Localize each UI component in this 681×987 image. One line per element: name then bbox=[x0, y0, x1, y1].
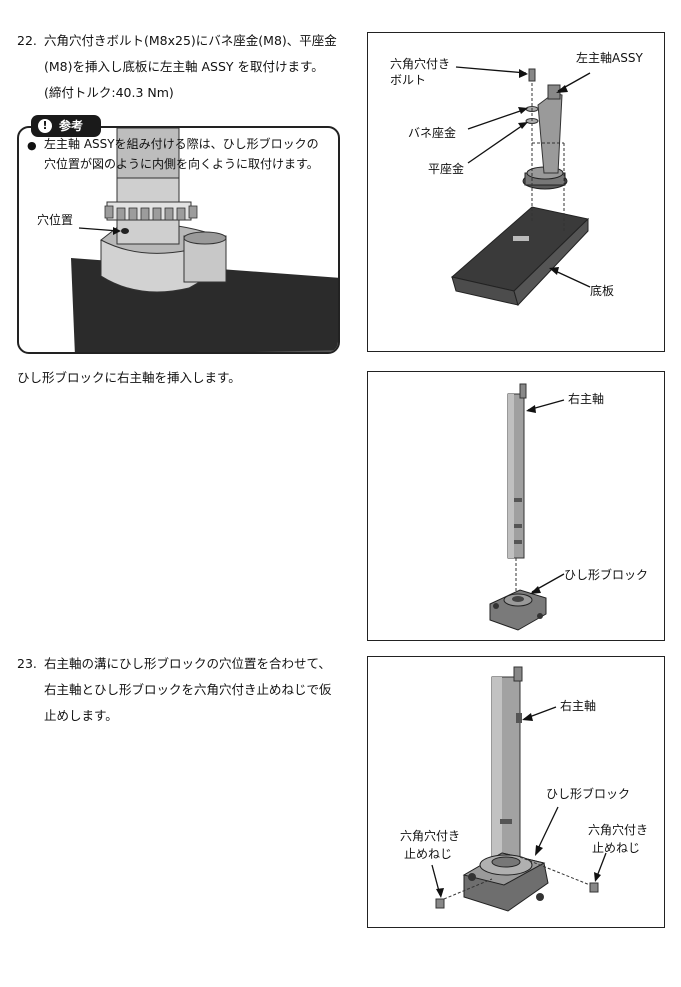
step-22-number: 22. bbox=[17, 33, 37, 48]
figure-base-plate-assembly: 六角穴付き ボルト 左主軸ASSY バネ座金 平座金 底板 bbox=[367, 32, 665, 352]
step-22-line-1: 六角穴付きボルト(M8x25)にバネ座金(M8)、平座金 bbox=[44, 33, 337, 48]
step-23-line-2: 右主軸とひし形ブロックを六角穴付き止めねじで仮 bbox=[44, 682, 332, 697]
right-shaft-label: 右主軸 bbox=[568, 392, 605, 406]
set-screw-right-line-2: 止めねじ bbox=[592, 841, 641, 855]
set-screw-left-line-1: 六角穴付き bbox=[400, 829, 461, 843]
hole-position-illustration bbox=[71, 128, 338, 352]
figure-shaft-insertion: 右主軸 ひし形ブロック bbox=[367, 371, 665, 641]
note-line-1: 左主軸 ASSYを組み付ける際は、ひし形ブロックの bbox=[44, 137, 319, 151]
note-box bbox=[17, 126, 340, 354]
bolt-label-line-1: 六角穴付き bbox=[390, 57, 451, 71]
base-plate-assembly-illustration bbox=[450, 66, 591, 306]
step-23-line-1: 右主軸の溝にひし形ブロックの穴位置を合わせて、 bbox=[44, 656, 331, 671]
reference-badge: ! 参考 bbox=[31, 115, 101, 137]
diamond-block-label: ひし形ブロック bbox=[564, 568, 649, 582]
reference-badge-label: 参考 bbox=[59, 119, 84, 133]
hole-position-label: 穴位置 bbox=[37, 213, 74, 227]
set-screw-left-line-2: 止めねじ bbox=[404, 847, 453, 861]
insert-shaft-text: ひし形ブロックに右主軸を挿入します。 bbox=[17, 370, 241, 385]
step-22-line-3: (締付トルク:40.3 Nm) bbox=[44, 85, 174, 100]
figure-set-screws: 右主軸 ひし形ブロック 六角穴付き 止めねじ 六角穴付き 止めねじ bbox=[367, 656, 665, 928]
set-screw-illustration bbox=[431, 666, 607, 912]
left-shaft-label: 左主軸ASSY bbox=[576, 51, 643, 65]
spring-washer-label: バネ座金 bbox=[408, 126, 457, 140]
exclamation-icon: ! bbox=[38, 119, 52, 133]
set-screw-right-line-1: 六角穴付き bbox=[588, 823, 649, 837]
base-plate-label: 底板 bbox=[590, 284, 615, 298]
flat-washer-label: 平座金 bbox=[428, 162, 465, 176]
step-23-number: 23. bbox=[17, 656, 37, 671]
step-22-line-2: (M8)を挿入し底板に左主軸 ASSY を取付けます。 bbox=[44, 59, 324, 74]
note-line-2: 穴位置が図のように内側を向くように取付けます。 bbox=[44, 157, 319, 171]
step-23-line-3: 止めします。 bbox=[44, 708, 118, 723]
note-bullet: ● bbox=[27, 139, 37, 152]
diamond-block-label-2: ひし形ブロック bbox=[546, 787, 631, 801]
bolt-label-line-2: ボルト bbox=[390, 73, 427, 87]
shaft-insertion-illustration bbox=[489, 383, 565, 631]
right-shaft-label-2: 右主軸 bbox=[560, 699, 597, 713]
